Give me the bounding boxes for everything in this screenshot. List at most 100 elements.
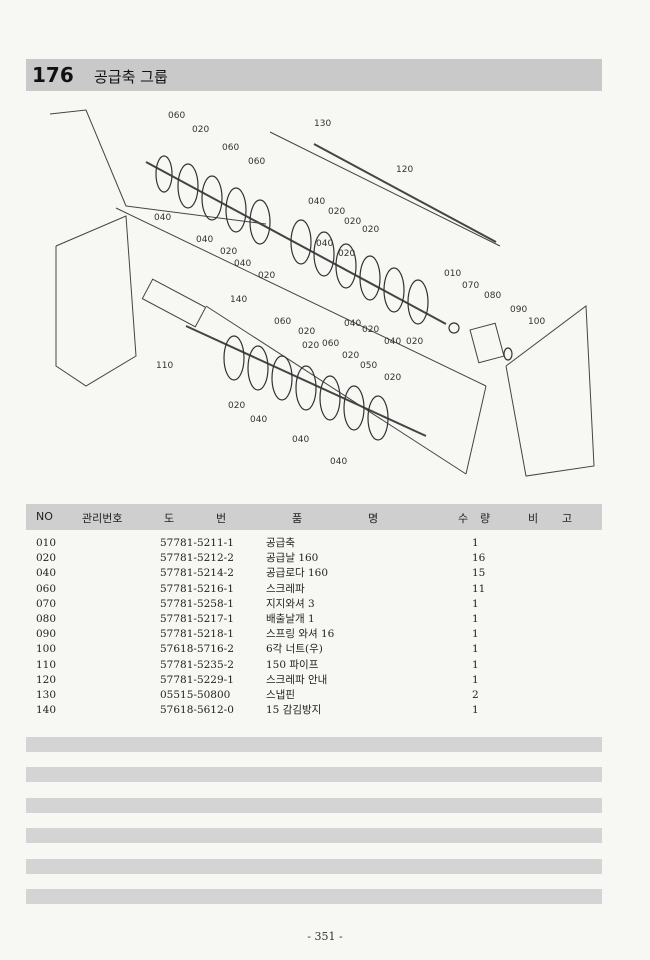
callout: 020 bbox=[342, 351, 359, 361]
empty-row-stripe bbox=[26, 859, 602, 874]
disc bbox=[367, 395, 389, 441]
callout: 020 bbox=[362, 325, 379, 335]
header-quantity-b: 량 bbox=[480, 512, 491, 525]
callout: 020 bbox=[362, 225, 379, 235]
discharge-blade bbox=[469, 322, 505, 364]
disc bbox=[319, 375, 341, 421]
nut bbox=[503, 347, 513, 361]
callout: 130 bbox=[314, 119, 331, 129]
disc bbox=[295, 365, 317, 411]
frame-line bbox=[465, 385, 487, 475]
table-row: 080 57781-5217-1 배출날개 1 1 bbox=[26, 612, 602, 627]
disc bbox=[359, 255, 381, 301]
row-part-name: 스프링 와셔 16 bbox=[266, 628, 335, 641]
callout: 020 bbox=[302, 341, 319, 351]
diagram-drawing: 060 020 060 060 130 120 040 040 020 040 … bbox=[49, 109, 595, 477]
parts-table-header: NO 관리번호 도 번 품 명 수 량 비 고 bbox=[26, 504, 602, 530]
section-title: 공급축 그룹 bbox=[94, 68, 168, 86]
row-no: 080 bbox=[36, 612, 57, 625]
callout: 090 bbox=[510, 305, 527, 315]
callout: 100 bbox=[528, 317, 545, 327]
row-quantity: 1 bbox=[472, 537, 479, 549]
table-row: 090 57781-5218-1 스프링 와셔 16 1 bbox=[26, 627, 602, 642]
row-no: 010 bbox=[36, 537, 57, 549]
row-no: 100 bbox=[36, 643, 57, 656]
disc bbox=[290, 219, 312, 265]
row-drawing-number: 57781-5211-1 bbox=[160, 537, 234, 549]
row-quantity: 1 bbox=[472, 628, 479, 641]
header-remarks-a: 비 bbox=[528, 512, 539, 525]
row-part-name: 스냅핀 bbox=[266, 688, 295, 701]
frame-outline-top bbox=[49, 109, 267, 225]
upper-shaft bbox=[145, 161, 447, 325]
row-drawing-number: 57781-5214-2 bbox=[160, 567, 234, 580]
header-remarks-b: 고 bbox=[562, 512, 573, 525]
row-no: 120 bbox=[36, 673, 57, 686]
frame-line bbox=[269, 131, 501, 247]
row-no: 040 bbox=[36, 567, 57, 580]
row-no: 060 bbox=[36, 582, 57, 595]
header-drawing-number-a: 도 bbox=[164, 512, 175, 525]
header-management-number: 관리번호 bbox=[82, 512, 123, 525]
callout: 020 bbox=[344, 217, 361, 227]
row-part-name: 15 감김방지 bbox=[266, 704, 322, 717]
callout: 060 bbox=[274, 317, 291, 327]
row-drawing-number: 57781-5235-2 bbox=[160, 658, 234, 671]
row-drawing-number: 57781-5212-2 bbox=[160, 552, 234, 565]
row-no: 090 bbox=[36, 628, 57, 641]
callout: 070 bbox=[462, 281, 479, 291]
disc bbox=[249, 199, 271, 245]
row-part-name: 지지와셔 3 bbox=[266, 597, 315, 610]
disc bbox=[407, 279, 429, 325]
row-quantity: 11 bbox=[472, 582, 486, 595]
callout: 040 bbox=[384, 337, 401, 347]
callout: 140 bbox=[230, 295, 247, 305]
row-drawing-number: 57781-5258-1 bbox=[160, 597, 234, 610]
disc bbox=[155, 155, 173, 193]
disc bbox=[247, 345, 269, 391]
row-quantity: 1 bbox=[472, 658, 479, 671]
callout-labels: 060 020 060 060 130 120 040 040 020 040 … bbox=[154, 111, 545, 467]
callout: 020 bbox=[384, 373, 401, 383]
callout: 060 bbox=[322, 339, 339, 349]
disc bbox=[225, 187, 247, 233]
row-drawing-number: 57781-5218-1 bbox=[160, 628, 234, 641]
row-drawing-number: 57618-5612-0 bbox=[160, 704, 234, 717]
washer bbox=[448, 322, 460, 334]
disc bbox=[343, 385, 365, 431]
row-quantity: 1 bbox=[472, 597, 479, 610]
row-part-name: 공급날 160 bbox=[266, 552, 319, 565]
header-part-name-a: 품 bbox=[292, 512, 303, 525]
row-quantity: 1 bbox=[472, 643, 479, 656]
table-row: 060 57781-5216-1 스크레파 11 bbox=[26, 582, 602, 597]
row-part-name: 스크레파 bbox=[266, 582, 305, 595]
callout: 020 bbox=[406, 337, 423, 347]
callout: 040 bbox=[330, 457, 347, 467]
callout: 040 bbox=[292, 435, 309, 445]
disc bbox=[223, 335, 245, 381]
empty-row-stripe bbox=[26, 767, 602, 782]
row-no: 110 bbox=[36, 658, 57, 671]
callout: 010 bbox=[444, 269, 461, 279]
row-drawing-number: 57781-5216-1 bbox=[160, 582, 234, 595]
pipe bbox=[141, 278, 207, 328]
row-drawing-number: 57781-5217-1 bbox=[160, 612, 234, 625]
header-no: NO bbox=[36, 510, 53, 523]
row-quantity: 1 bbox=[472, 612, 479, 625]
callout: 080 bbox=[484, 291, 501, 301]
page-number: - 351 - bbox=[307, 930, 343, 943]
row-part-name: 배출날개 1 bbox=[266, 612, 315, 625]
callout: 040 bbox=[344, 319, 361, 329]
row-part-name: 공급로다 160 bbox=[266, 567, 329, 580]
disc bbox=[271, 355, 293, 401]
row-part-name: 6각 너트(우) bbox=[266, 643, 323, 656]
header-part-name-b: 명 bbox=[368, 512, 379, 525]
row-quantity: 2 bbox=[472, 688, 479, 701]
row-quantity: 1 bbox=[472, 673, 479, 686]
exploded-parts-diagram: 060 020 060 060 130 120 040 040 020 040 … bbox=[26, 96, 616, 492]
